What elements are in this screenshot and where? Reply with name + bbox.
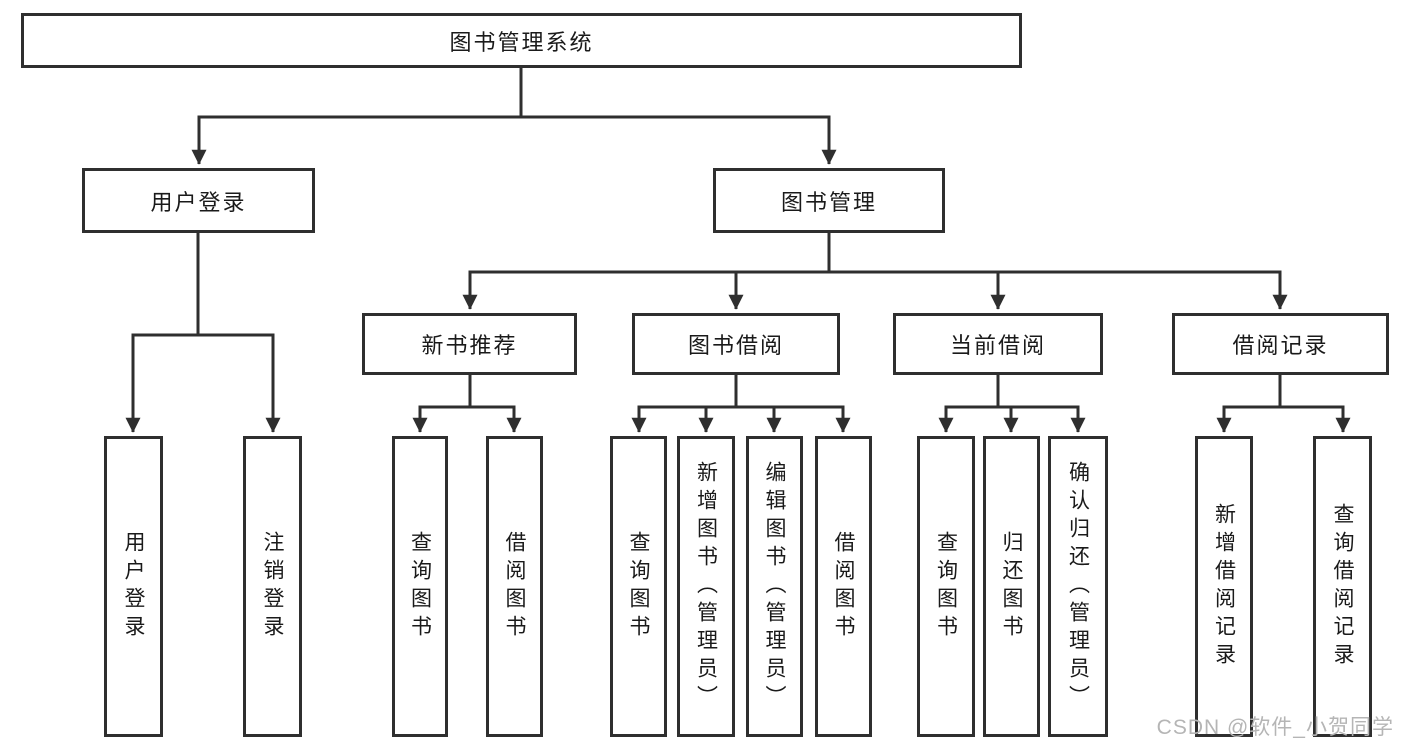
- node-current-borrowing: 当前借阅: [893, 313, 1103, 375]
- node-root-system: 图书管理系统: [21, 13, 1022, 68]
- leaf-confirm-return-admin: 确认归还（管理员）: [1048, 436, 1108, 737]
- node-borrow-records: 借阅记录: [1172, 313, 1389, 375]
- leaf-query-books-recommend: 查询图书: [392, 436, 448, 737]
- node-book-borrowing: 图书借阅: [632, 313, 840, 375]
- leaf-query-borrow-record: 查询借阅记录: [1313, 436, 1372, 737]
- leaf-user-login: 用户登录: [104, 436, 163, 737]
- csdn-watermark: CSDN @软件_小贺同学: [1156, 716, 1394, 739]
- node-user-login-branch: 用户登录: [82, 168, 315, 233]
- leaf-query-books-current: 查询图书: [917, 436, 975, 737]
- node-book-management-branch: 图书管理: [713, 168, 945, 233]
- leaf-borrow-books: 借阅图书: [815, 436, 872, 737]
- leaf-logout: 注销登录: [243, 436, 302, 737]
- leaf-add-borrow-record: 新增借阅记录: [1195, 436, 1253, 737]
- leaf-edit-books-admin: 编辑图书（管理员）: [746, 436, 803, 737]
- leaf-borrow-books-recommend: 借阅图书: [486, 436, 543, 737]
- leaf-query-books-borrowing: 查询图书: [610, 436, 667, 737]
- leaf-return-books: 归还图书: [983, 436, 1040, 737]
- node-new-book-recommend: 新书推荐: [362, 313, 577, 375]
- leaf-add-books-admin: 新增图书（管理员）: [677, 436, 735, 737]
